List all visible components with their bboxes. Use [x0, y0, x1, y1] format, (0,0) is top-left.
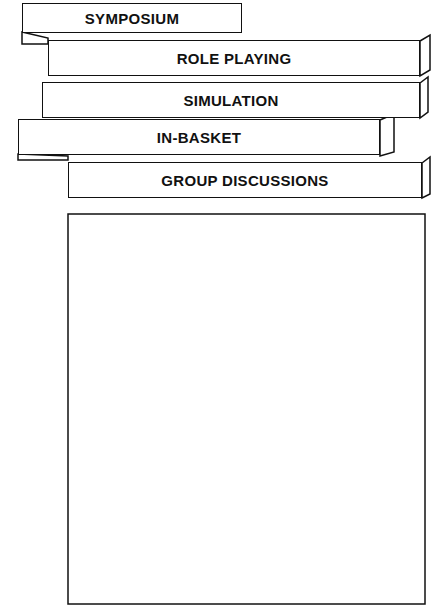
book-edge	[380, 114, 394, 156]
book-box: IN-BASKET	[18, 119, 380, 155]
book-title: GROUP DISCUSSIONS	[161, 172, 328, 189]
book-title: IN-BASKET	[157, 129, 241, 146]
book-title: SYMPOSIUM	[85, 10, 179, 27]
book-box: SYMPOSIUM	[22, 3, 242, 33]
book-box: SIMULATION	[42, 82, 420, 118]
book-title: ROLE PLAYING	[177, 50, 292, 67]
book-title: SIMULATION	[183, 92, 278, 109]
pedestal-box	[68, 214, 425, 604]
book-box: ROLE PLAYING	[48, 40, 420, 76]
book-edge	[420, 35, 430, 76]
book-edge	[420, 77, 428, 118]
book-box: GROUP DISCUSSIONS	[68, 162, 422, 198]
book-edge	[422, 157, 430, 198]
book-edge	[22, 32, 48, 44]
